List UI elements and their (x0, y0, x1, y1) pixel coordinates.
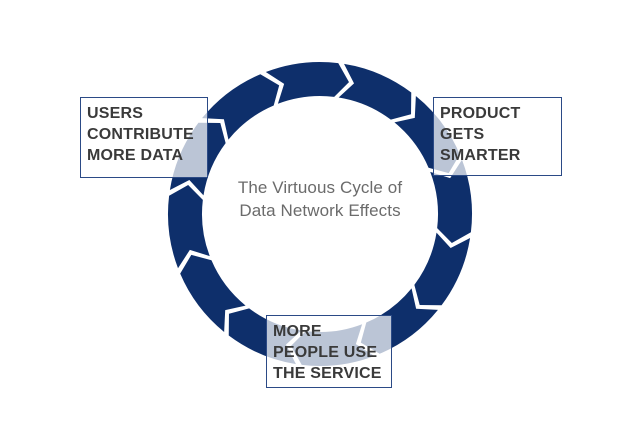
label-product-gets-smarter: PRODUCT GETS SMARTER (433, 97, 562, 176)
label-users-contribute-more-data: USERS CONTRIBUTE MORE DATA (80, 97, 208, 178)
ring-chevron-segment (265, 61, 349, 104)
label-line: GETS (440, 126, 485, 143)
label-line: MORE (273, 323, 322, 340)
label-line: MORE DATA (87, 147, 184, 164)
label-line: CONTRIBUTE (87, 126, 194, 143)
ring-chevron-segment (180, 254, 246, 332)
title-line-1: The Virtuous Cycle of (237, 178, 403, 197)
ring-chevron-segment (414, 232, 471, 306)
ring-chevron-segment (202, 74, 280, 140)
label-more-people-use-the-service: MORE PEOPLE USE THE SERVICE (266, 315, 392, 388)
label-line: USERS (87, 105, 144, 122)
label-line: PEOPLE USE (273, 344, 378, 361)
ring-chevron-segment (167, 185, 210, 269)
diagram-title: The Virtuous Cycle of Data Network Effec… (200, 176, 440, 222)
label-line: SMARTER (440, 147, 521, 164)
label-line: THE SERVICE (273, 365, 382, 382)
label-line: PRODUCT (440, 105, 521, 122)
ring-chevron-segment (430, 159, 473, 243)
ring-chevron-segment (338, 63, 412, 120)
title-line-2: Data Network Effects (239, 201, 401, 220)
